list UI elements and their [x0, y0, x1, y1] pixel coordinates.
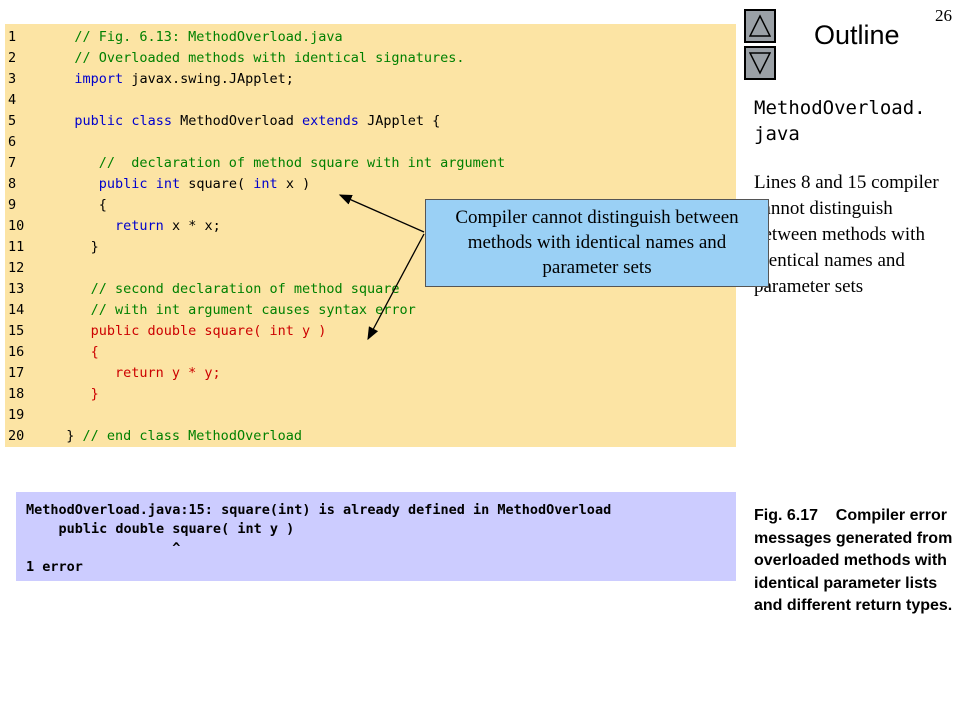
line-number: 19	[8, 407, 25, 423]
line-number: 8	[8, 176, 17, 192]
triangle-up-icon	[749, 14, 771, 37]
line-number: 12	[8, 260, 25, 276]
code-text: }	[50, 386, 99, 402]
line-number: 17	[8, 365, 25, 381]
line-number: 2	[8, 50, 17, 66]
line-number: 18	[8, 386, 25, 402]
line-number: 10	[8, 218, 25, 234]
code-text: public int square( int x )	[98, 176, 311, 192]
code-text: public double square( int y )	[50, 323, 327, 339]
triangle-down-icon	[749, 52, 771, 75]
compiler-output-panel: MethodOverload.java:15: square(int) is a…	[16, 492, 736, 581]
side-note: Lines 8 and 15 compiler cannot distingui…	[754, 172, 939, 297]
line-number: 20	[8, 428, 25, 444]
code-text: {	[98, 197, 107, 213]
code-text: // Fig. 6.13: MethodOverload.java	[50, 29, 343, 45]
line-number: 15	[8, 323, 25, 339]
line-number: 9	[8, 197, 17, 213]
code-text: }	[90, 239, 99, 255]
compiler-output-line: ^	[26, 540, 181, 556]
filename-part: java	[754, 123, 800, 145]
line-number: 1	[8, 29, 17, 45]
line-number: 4	[8, 92, 17, 108]
source-filename: MethodOverload. java	[754, 95, 954, 147]
previous-slide-button[interactable]	[744, 9, 776, 43]
slide-number: 26	[935, 6, 952, 25]
compiler-output-line: MethodOverload.java:15: square(int) is a…	[26, 502, 612, 518]
outline-title[interactable]: Outline	[814, 20, 900, 50]
code-text: import javax.swing.JApplet;	[74, 71, 294, 87]
code-text: return x * x;	[115, 218, 221, 234]
code-text: return y * y;	[50, 365, 221, 381]
filename-part: MethodOverload.	[754, 97, 926, 119]
code-text: // second declaration of method square	[50, 281, 400, 297]
line-number: 16	[8, 344, 25, 360]
compiler-output-line: 1 error	[26, 559, 83, 575]
figure-caption: Fig. 6.17 Compiler error messages genera…	[754, 507, 953, 614]
next-slide-button[interactable]	[744, 46, 776, 80]
compiler-output-line: public double square( int y )	[26, 521, 295, 537]
code-text: // declaration of method square with int…	[50, 155, 506, 171]
line-number: 5	[8, 113, 17, 129]
line-number: 11	[8, 239, 25, 255]
line-number: 14	[8, 302, 25, 318]
code-text: // with int argument causes syntax error	[50, 302, 416, 318]
code-text: public class MethodOverload extends JApp…	[74, 113, 441, 129]
line-number: 13	[8, 281, 25, 297]
code-text: } // end class MethodOverload	[50, 428, 302, 444]
code-text: // Overloaded methods with identical sig…	[50, 50, 465, 66]
line-number: 6	[8, 134, 17, 150]
line-number: 3	[8, 71, 17, 87]
line-number: 7	[8, 155, 17, 171]
code-text: {	[50, 344, 99, 360]
callout-box: Compiler cannot distinguish between meth…	[425, 199, 769, 287]
